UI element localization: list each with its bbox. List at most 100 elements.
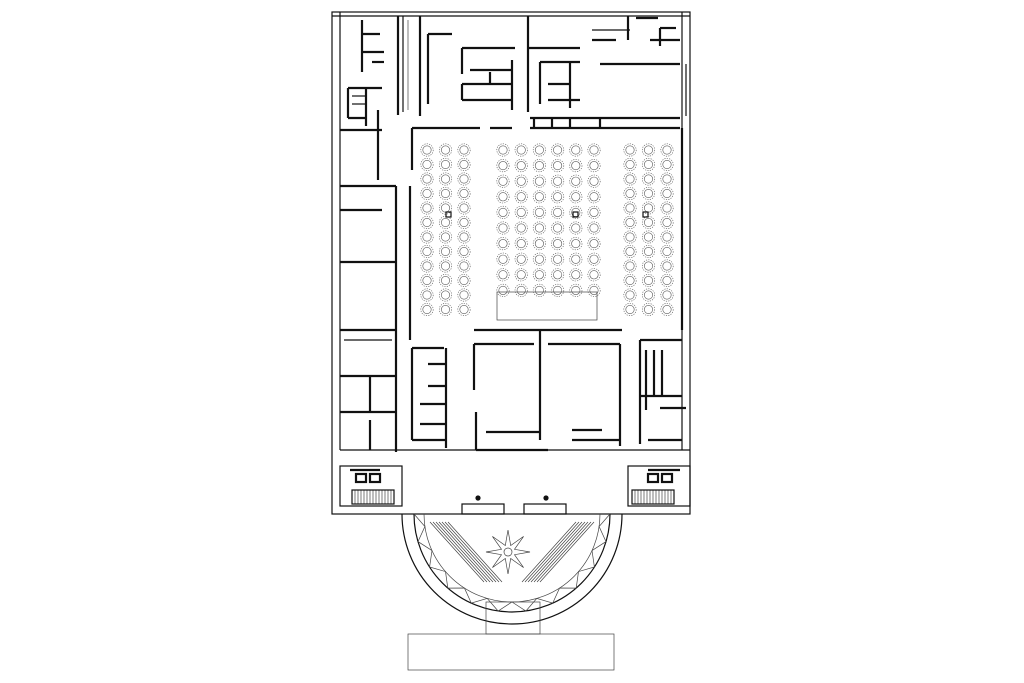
banquet-table (457, 273, 471, 287)
banquet-table (569, 237, 583, 251)
banquet-table (660, 158, 674, 172)
banquet-table (569, 283, 583, 297)
banquet-table (587, 205, 601, 219)
banquet-table (457, 187, 471, 201)
banquet-table (496, 159, 510, 173)
banquet-table (660, 201, 674, 215)
banquet-table (514, 143, 528, 157)
banquet-table (496, 268, 510, 282)
banquet-table (623, 172, 637, 186)
banquet-table (438, 273, 452, 287)
banquet-table (514, 221, 528, 235)
stair-east (631, 489, 675, 505)
banquet-table (551, 221, 565, 235)
banquet-table (438, 158, 452, 172)
banquet-table (587, 268, 601, 282)
banquet-table (569, 221, 583, 235)
banquet-table (551, 283, 565, 297)
banquet-table (660, 259, 674, 273)
banquet-table (457, 158, 471, 172)
banquet-table (532, 174, 546, 188)
banquet-table (587, 143, 601, 157)
banquet-table (660, 172, 674, 186)
banquet-table (551, 252, 565, 266)
banquet-table (532, 190, 546, 204)
banquet-table (514, 252, 528, 266)
banquet-table (420, 216, 434, 230)
banquet-table (438, 216, 452, 230)
banquet-table (438, 230, 452, 244)
banquet-table (420, 158, 434, 172)
banquet-table (623, 288, 637, 302)
banquet-table (420, 230, 434, 244)
banquet-table (623, 273, 637, 287)
banquet-table (660, 273, 674, 287)
banquet-table (457, 288, 471, 302)
banquet-table (438, 143, 452, 157)
banquet-table (496, 252, 510, 266)
banquet-table (641, 273, 655, 287)
banquet-table (660, 143, 674, 157)
rotunda-entrance (401, 495, 623, 671)
banquet-table (660, 187, 674, 201)
stair-west (351, 489, 395, 505)
banquet-table (496, 143, 510, 157)
banquet-table (623, 201, 637, 215)
banquet-table (569, 252, 583, 266)
banquet-table (496, 221, 510, 235)
banquet-table (587, 221, 601, 235)
banquet-table (438, 187, 452, 201)
banquet-table (438, 288, 452, 302)
banquet-table (641, 245, 655, 259)
banquet-table (641, 288, 655, 302)
banquet-table (457, 172, 471, 186)
banquet-table (532, 252, 546, 266)
banquet-table (457, 143, 471, 157)
banquet-table (623, 158, 637, 172)
banquet-table (514, 174, 528, 188)
banquet-table (438, 302, 452, 316)
banquet-table (514, 237, 528, 251)
banquet-table (457, 201, 471, 215)
banquet-table (587, 190, 601, 204)
banquet-table (641, 187, 655, 201)
banquet-table (641, 158, 655, 172)
banquet-table (551, 174, 565, 188)
banquet-table (623, 230, 637, 244)
ballroom-walls (408, 126, 684, 440)
banquet-table (660, 216, 674, 230)
banquet-table (438, 259, 452, 273)
star-icon (485, 529, 531, 575)
banquet-table (532, 159, 546, 173)
banquet-table (514, 205, 528, 219)
banquet-table (569, 143, 583, 157)
banquet-table (551, 205, 565, 219)
banquet-table (532, 143, 546, 157)
entry-ramps (429, 521, 595, 583)
banquet-table (514, 268, 528, 282)
banquet-table (623, 187, 637, 201)
banquet-table (457, 302, 471, 316)
banquet-table (420, 302, 434, 316)
banquet-table (532, 237, 546, 251)
banquet-table (496, 174, 510, 188)
banquet-table (496, 205, 510, 219)
banquet-table (420, 201, 434, 215)
banquet-table (496, 190, 510, 204)
banquet-table (641, 143, 655, 157)
banquet-table (551, 143, 565, 157)
banquet-table (660, 230, 674, 244)
banquet-table (641, 259, 655, 273)
banquet-table (551, 237, 565, 251)
banquet-table (532, 205, 546, 219)
banquet-table (587, 174, 601, 188)
banquet-table (623, 143, 637, 157)
banquet-table (641, 230, 655, 244)
banquet-table (587, 283, 601, 297)
banquet-table (569, 159, 583, 173)
banquet-table (569, 190, 583, 204)
banquet-table (496, 237, 510, 251)
banquet-table (532, 268, 546, 282)
banquet-table (496, 283, 510, 297)
